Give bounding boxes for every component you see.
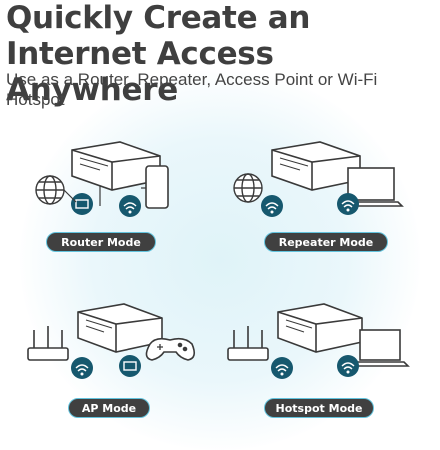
router-device-icon (271, 141, 361, 191)
page-headline: Quickly Create an Internet Access Anywhe… (6, 0, 311, 108)
ethernet-icon (71, 193, 93, 215)
wifi-icon (337, 355, 359, 377)
hotspot-mode-badge: Hotspot Mode (264, 398, 374, 418)
router-device-icon (277, 303, 363, 353)
ap-mode-illustration (27, 303, 196, 379)
background-glow (20, 70, 420, 450)
globe-icon (233, 173, 263, 203)
ethernet-icon (119, 355, 141, 377)
router-mode-panel: Router Mode (20, 118, 220, 268)
tablet-icon (145, 165, 169, 209)
router-mode-badge: Router Mode (46, 232, 156, 252)
antenna-router-icon (227, 326, 269, 361)
wifi-icon (271, 357, 293, 379)
hotspot-mode-illustration (227, 303, 410, 379)
wifi-icon (261, 195, 283, 217)
ap-mode-panel: AP Mode (20, 282, 220, 432)
wifi-icon (71, 357, 93, 379)
repeater-mode-illustration (233, 141, 404, 217)
repeater-mode-badge: Repeater Mode (264, 232, 388, 252)
page-subheading: Use as a Router, Repeater, Access Point … (6, 70, 378, 109)
router-device-icon (71, 141, 161, 191)
router-mode-illustration (35, 141, 169, 217)
gamepad-icon (145, 337, 196, 361)
laptop-icon (338, 167, 404, 207)
wifi-icon (119, 195, 141, 217)
antenna-router-icon (27, 326, 69, 361)
laptop-icon (350, 329, 410, 367)
repeater-mode-panel: Repeater Mode (220, 118, 420, 268)
globe-icon (35, 175, 65, 205)
router-device-icon (77, 303, 163, 353)
wifi-icon (337, 193, 359, 215)
ap-mode-badge: AP Mode (68, 398, 150, 418)
hotspot-mode-panel: Hotspot Mode (220, 282, 420, 432)
